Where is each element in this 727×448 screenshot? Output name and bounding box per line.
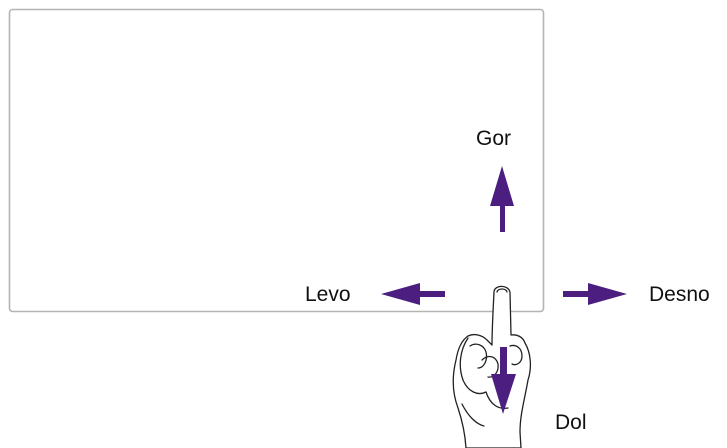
label-down: Dol	[555, 411, 587, 434]
arrow-right-icon	[563, 283, 627, 305]
label-up: Gor	[476, 127, 512, 150]
screen-panel	[8, 8, 545, 313]
arrow-left-icon	[381, 283, 445, 305]
pointing-hand-icon	[452, 285, 532, 448]
arrow-up-icon	[490, 166, 514, 232]
arrow-down-icon	[491, 347, 516, 414]
label-left: Levo	[305, 283, 351, 306]
label-right: Desno	[649, 283, 710, 306]
